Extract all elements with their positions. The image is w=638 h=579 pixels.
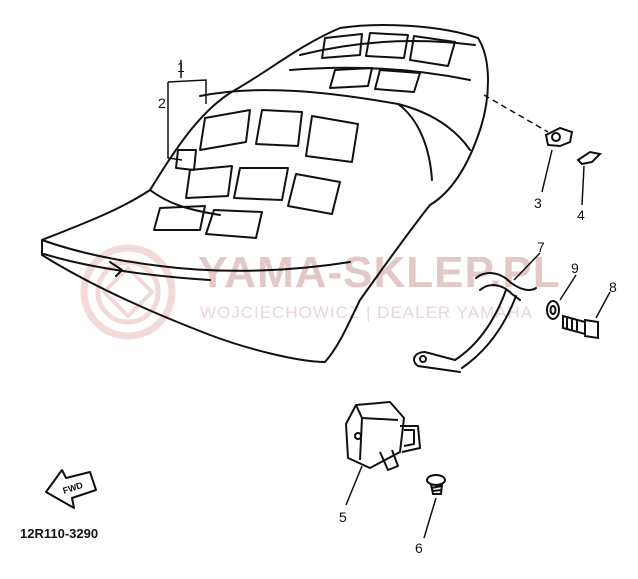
callout-6: 6 (415, 540, 423, 556)
callout-5: 5 (339, 509, 347, 525)
part-7-grab-bar (413, 272, 537, 373)
fwd-arrow: FWD (45, 469, 97, 509)
part-code: 12R110-3290 (20, 526, 98, 541)
callout-2: 2 (158, 95, 166, 111)
part-5-lock (345, 401, 421, 471)
part-8-bolt (562, 314, 599, 340)
callout-3: 3 (534, 195, 542, 211)
callout-labels: 1 2 3 4 5 6 7 8 9 (158, 59, 617, 556)
callout-9: 9 (571, 260, 579, 276)
callout-7: 7 (537, 239, 545, 255)
seat (41, 24, 489, 363)
callout-1: 1 (177, 59, 185, 75)
part-9-washer (546, 300, 560, 320)
watermark: YAMA-SKLEP.PL WOJCIECHOWICZ | DEALER YAM… (80, 244, 560, 340)
leader-lines (167, 60, 611, 539)
callout-4: 4 (577, 207, 585, 223)
part-6-screw (426, 474, 446, 495)
watermark-subtitle: WOJCIECHOWICZ | DEALER YAMAHA (200, 303, 533, 322)
callout-8: 8 (609, 279, 617, 295)
part-3-bracket (544, 126, 574, 148)
part-4-clip (576, 150, 603, 166)
